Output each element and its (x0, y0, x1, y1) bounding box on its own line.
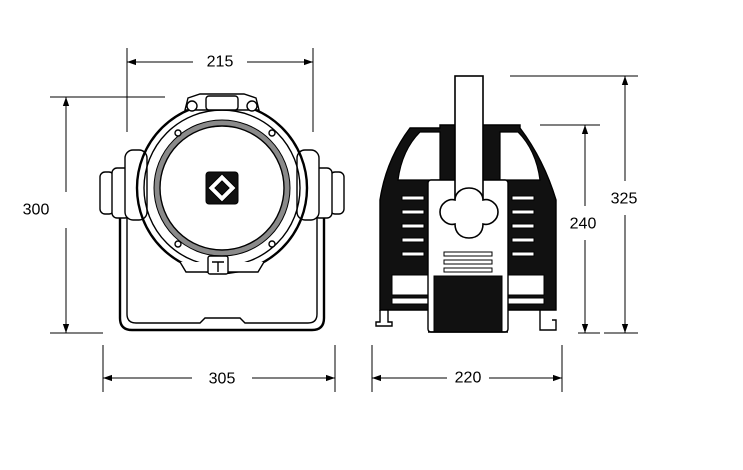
side-center-panel-inner (433, 275, 503, 333)
side-knob (439, 187, 499, 239)
side-foot-left (375, 310, 393, 327)
front-screw-ll (174, 240, 182, 248)
front-top-handle-grip (205, 95, 239, 111)
label-220: 220 (455, 370, 482, 387)
label-240: 240 (570, 216, 597, 233)
front-emitter-dot (214, 180, 230, 196)
front-yoke-inner (126, 175, 318, 324)
label-300: 300 (23, 202, 50, 219)
front-screw-top-left (186, 100, 198, 112)
dimension-lines (50, 48, 638, 392)
side-slots-left (401, 195, 425, 257)
side-top-panel-right (499, 131, 541, 181)
label-325: 325 (611, 191, 638, 208)
front-screw-ul (174, 129, 182, 137)
front-yoke (118, 175, 326, 332)
dimension-labels: 215 300 305 220 240 325 (23, 54, 638, 388)
side-top-panel (397, 131, 441, 181)
front-view (99, 93, 345, 332)
side-view (375, 75, 557, 333)
side-foot-right (539, 310, 557, 331)
label-305: 305 (209, 371, 236, 388)
front-screw-ur (268, 129, 276, 137)
side-slots-right (511, 195, 535, 257)
side-center-vents (443, 251, 493, 273)
front-screw-lr (268, 240, 276, 248)
front-bottom-latch-mark (212, 261, 224, 272)
front-screw-top-right (246, 100, 258, 112)
label-215: 215 (207, 54, 234, 71)
